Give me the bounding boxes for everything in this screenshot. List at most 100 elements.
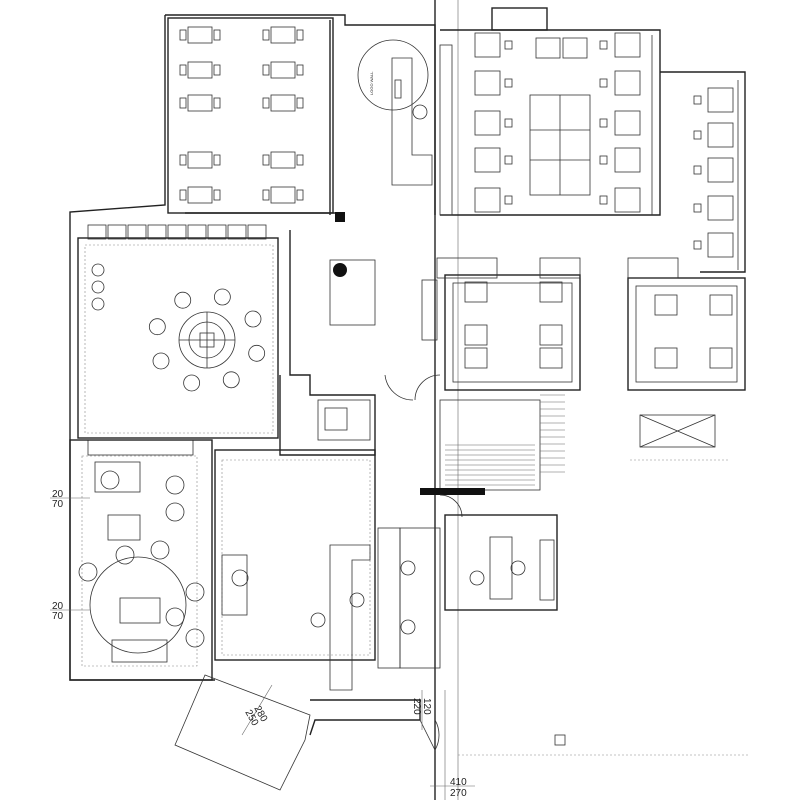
chair [296,64,304,76]
desk [539,324,563,346]
chair [262,189,270,201]
dimension-5-top: 410 [450,777,467,788]
chair [213,64,221,76]
desk [562,37,588,59]
dimension-1-top: 20 [52,489,64,500]
desk [474,70,501,96]
meeting-room [77,224,279,456]
dimension-1-bottom: 70 [52,499,64,510]
desk [709,347,733,369]
chair [179,189,187,201]
chair [296,29,304,41]
desk [614,70,641,96]
workstations [377,527,441,669]
cabinet [147,224,167,240]
desk [614,147,641,173]
chair [222,371,240,389]
chair [174,291,192,309]
chair [165,607,185,627]
chair [599,195,608,205]
chair [504,155,513,165]
chair [244,310,262,328]
chair [599,155,608,165]
desk [707,195,734,221]
dining-table [270,151,296,169]
lower-lounge [214,449,376,691]
dining-table [187,26,213,44]
chair [504,118,513,128]
chair [148,318,166,336]
open-office [474,32,739,270]
desk [535,37,561,59]
desk [464,281,488,303]
chair [262,97,270,109]
desk [707,232,734,258]
dimension-4-top: 120 [421,698,432,715]
chair [100,470,120,490]
dimension-4-bottom: 220 [411,698,422,715]
lobby [279,230,441,456]
chair [185,582,205,602]
chair [296,97,304,109]
dimension-5-bottom: 270 [450,788,467,799]
chair [213,97,221,109]
desk [474,147,501,173]
chair [213,29,221,41]
chair [262,29,270,41]
reception: LOGO WALL [357,39,453,216]
cabinet [167,224,187,240]
chair [78,562,98,582]
cabinet [127,224,147,240]
chair [185,628,205,648]
desk [539,347,563,369]
chair [115,545,135,565]
chair [693,95,702,105]
desk [474,187,501,213]
chair [296,189,304,201]
desk [539,281,563,303]
chair [179,154,187,166]
office-room-right [627,257,746,391]
chair [504,195,513,205]
dimension-2-top: 20 [52,601,64,612]
chair [179,64,187,76]
chair [152,352,170,370]
desk [614,32,641,58]
cabinet [187,224,207,240]
chair [165,475,185,495]
cabinet [207,224,227,240]
cabinet [107,224,127,240]
cabinet [247,224,267,240]
cabinet [227,224,247,240]
dining-table [187,94,213,112]
desk [654,294,678,316]
chair [213,189,221,201]
elevator [630,414,730,461]
chair [213,154,221,166]
chair [504,78,513,88]
chair [296,154,304,166]
chair [693,203,702,213]
cabinet [87,224,107,240]
staircase [420,394,565,518]
chair [599,40,608,50]
chair [693,165,702,175]
dining-table [270,94,296,112]
desk [474,32,501,58]
dining-table [187,186,213,204]
chair [150,540,170,560]
dining-room [167,17,345,222]
dimension-2-bottom: 70 [52,611,64,622]
chair [183,374,201,392]
chair [262,154,270,166]
chair [213,288,231,306]
chair [599,118,608,128]
desk [707,122,734,148]
dining-table [187,151,213,169]
desk [707,87,734,113]
desk [709,294,733,316]
reception-sign: LOGO WALL [369,71,374,95]
office-room-left [421,257,581,391]
